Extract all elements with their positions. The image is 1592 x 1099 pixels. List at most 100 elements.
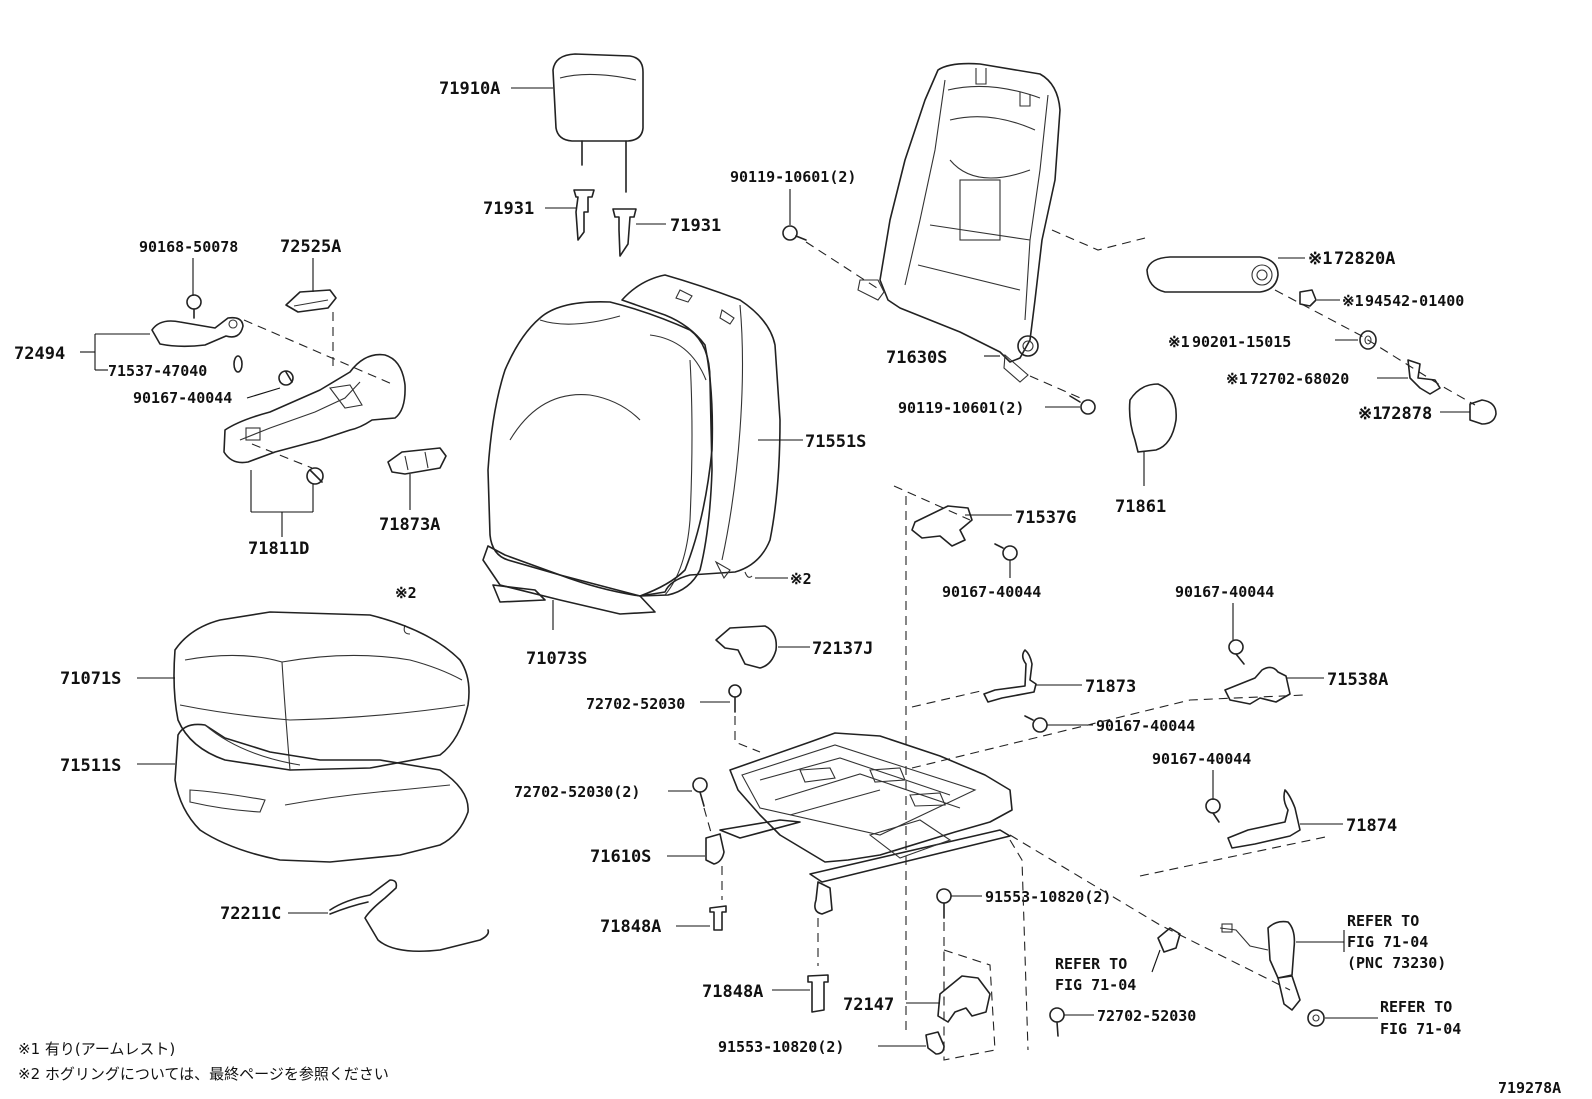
- screw-90167-e: [1205, 798, 1221, 823]
- ref-top-2: FIG 71-04: [1347, 933, 1428, 951]
- label-90167-40044-b: 90167-40044: [942, 583, 1041, 601]
- label-72211C: 72211C: [220, 904, 281, 924]
- label-71811D: 71811D: [248, 539, 309, 559]
- footnote-2: ※2 ホグリングについては、最終ページを参照ください: [18, 1065, 389, 1083]
- ref-bot-1: REFER TO: [1380, 998, 1452, 1016]
- figure-id: 719278A: [1498, 1079, 1561, 1097]
- label-71873: 71873: [1085, 677, 1136, 697]
- label-71931-right: 71931: [670, 216, 721, 236]
- label-71874: 71874: [1346, 816, 1397, 836]
- footnote-1: ※1 有り(アームレスト): [18, 1040, 175, 1058]
- cover-72137J: [715, 625, 778, 669]
- seat-cover-71071S: [173, 611, 470, 771]
- bolt-72702-52030-b: [1049, 1007, 1065, 1037]
- cap-94542: [1299, 289, 1317, 307]
- label-71073S: 71073S: [526, 649, 587, 669]
- wire-72211C: [329, 879, 490, 953]
- label-71551S: 71551S: [805, 432, 866, 452]
- label-72525A: 72525A: [280, 237, 341, 257]
- label-72137J: 72137J: [812, 639, 873, 659]
- label-72702-52030-2: 72702-52030(2): [514, 783, 640, 801]
- bolt-72702-52030-2: [692, 777, 708, 807]
- mark-94542: ※1: [1342, 292, 1364, 310]
- seatback-pad-71551S: [621, 274, 781, 597]
- seat-track-71610S: [705, 732, 1013, 915]
- bolt-71848A-b: [807, 974, 829, 1013]
- mark-90201: ※1: [1168, 333, 1190, 351]
- label-94542-01400: 94542-01400: [1365, 292, 1464, 310]
- label-90167-40044-d: 90167-40044: [1175, 583, 1274, 601]
- label-90168-50078: 90168-50078: [139, 238, 238, 256]
- label-91553-10820-a: 91553-10820(2): [985, 888, 1111, 906]
- bolt-90119-a: [782, 225, 807, 241]
- bracket-71873A: [387, 447, 447, 475]
- note2-b: ※2: [395, 584, 417, 602]
- ref-mid-2: FIG 71-04: [1055, 976, 1136, 994]
- bracket-71874: [1227, 789, 1301, 849]
- bolt-91553-b: [925, 1031, 945, 1055]
- ref-top-3: (PNC 73230): [1347, 954, 1446, 972]
- headrest-guide-left: [573, 189, 595, 241]
- ref-top-1: REFER TO: [1347, 912, 1419, 930]
- label-71537G: 71537G: [1015, 508, 1076, 528]
- screw-90167-b: [994, 543, 1018, 561]
- label-90119-10601-b: 90119-10601(2): [898, 399, 1024, 417]
- label-72147: 72147: [843, 995, 894, 1015]
- shield-71811D: [223, 353, 406, 464]
- screw-90167-a: [278, 370, 294, 386]
- mark-72702-68020: ※1: [1226, 370, 1248, 388]
- screw-90167-d: [1228, 639, 1245, 665]
- label-71511S: 71511S: [60, 756, 121, 776]
- label-90167-40044-e: 90167-40044: [1152, 750, 1251, 768]
- label-91553-10820-b: 91553-10820(2): [718, 1038, 844, 1056]
- bracket-72147: [937, 975, 991, 1023]
- knob-71861: [1128, 383, 1177, 453]
- label-72702-68020: 72702-68020: [1250, 370, 1349, 388]
- label-72494: 72494: [14, 344, 65, 364]
- bracket-71537G: [911, 505, 973, 547]
- label-71873A: 71873A: [379, 515, 440, 535]
- screw-90167-c: [1024, 715, 1048, 733]
- hog-ring-a: [744, 571, 753, 578]
- label-71861: 71861: [1115, 497, 1166, 517]
- bolt-72702-52030-a: [728, 684, 742, 713]
- headrest-part: [552, 53, 644, 193]
- knob-72525A: [285, 289, 337, 313]
- screw-90168: [186, 294, 202, 319]
- label-90167-40044-a: 90167-40044: [133, 389, 232, 407]
- headrest-guide-right: [612, 208, 637, 257]
- label-71848A-a: 71848A: [600, 917, 661, 937]
- cap-72878: [1469, 399, 1497, 425]
- bracket-71538A: [1224, 666, 1291, 705]
- bracket-71873: [983, 649, 1037, 703]
- label-72702-52030-b: 72702-52030: [1097, 1007, 1196, 1025]
- label-71848A-b: 71848A: [702, 982, 763, 1002]
- bolt-90119-b: [1069, 395, 1096, 415]
- label-71610S: 71610S: [590, 847, 651, 867]
- label-71910A: 71910A: [439, 79, 500, 99]
- bolt-72702-68020: [1407, 359, 1441, 395]
- seat-pad-71511S: [174, 723, 469, 863]
- armrest-72820A: [1146, 256, 1279, 293]
- label-72878: 72878: [1381, 404, 1432, 424]
- bolt-71848A-a: [709, 905, 727, 931]
- label-72702-52030-a: 72702-52030: [586, 695, 685, 713]
- lever-72494: [151, 316, 244, 348]
- mark-72820A: ※1: [1308, 249, 1332, 269]
- label-90201-15015: 90201-15015: [1192, 333, 1291, 351]
- anchor-bolt: [1307, 1009, 1325, 1027]
- label-71931-left: 71931: [483, 199, 534, 219]
- mark-72878: ※1: [1358, 404, 1382, 424]
- anchor-plate: [1157, 927, 1181, 953]
- seatback-cover-71073S: [482, 301, 713, 615]
- label-71538A: 71538A: [1327, 670, 1388, 690]
- label-71537-47040: 71537-47040: [108, 362, 207, 380]
- washer-90201: [1359, 330, 1377, 350]
- note2-a: ※2: [790, 570, 812, 588]
- label-71630S: 71630S: [886, 348, 947, 368]
- label-90119-10601-a: 90119-10601(2): [730, 168, 856, 186]
- seatback-frame-71630S: [857, 62, 1061, 383]
- clip-71811D: [306, 467, 324, 485]
- bolt-91553-a: [936, 888, 952, 919]
